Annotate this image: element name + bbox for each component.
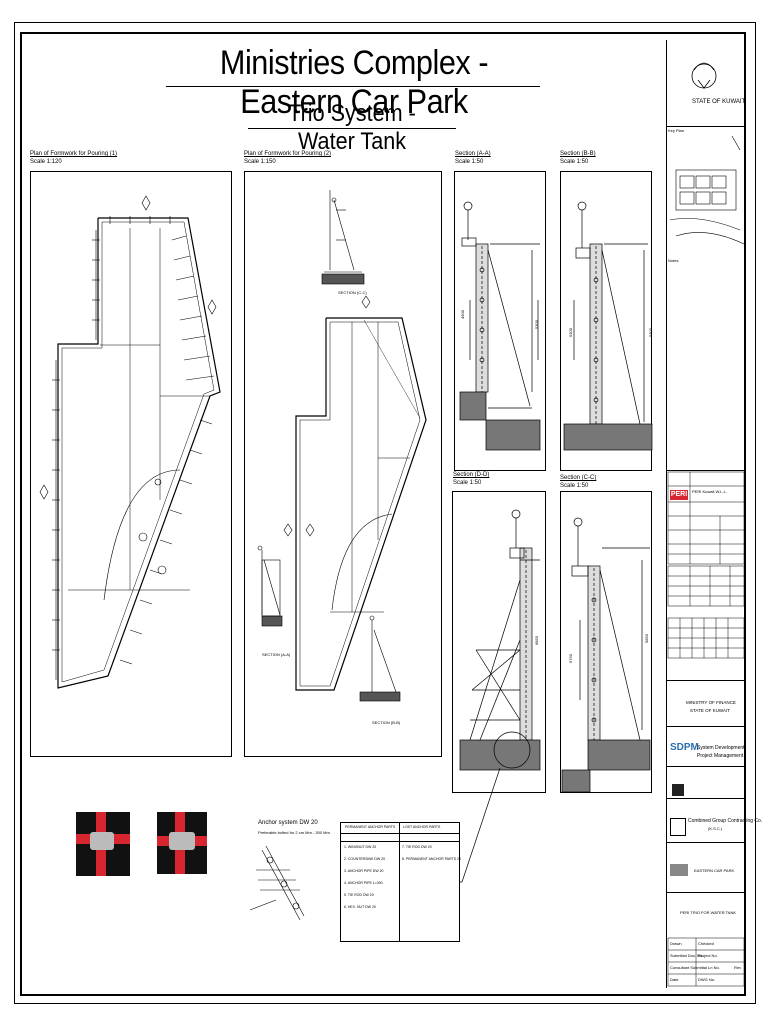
state-of-kuwait: STATE OF KUWAIT — [692, 99, 746, 105]
peri-logo: PERI — [670, 490, 688, 500]
anchor-photo-2 — [157, 812, 207, 874]
plan1-ticks — [52, 216, 215, 680]
drawing-title: PERI TRIO FOR WATER TANK — [680, 910, 737, 915]
field-date: Date — [670, 977, 679, 982]
field-drawn: Drawn — [670, 941, 682, 946]
plan1-frame — [30, 171, 232, 757]
photo-clamp — [90, 832, 114, 850]
anchor-table: PERMANENT ANCHOR PARTS LOST ANCHOR PARTS… — [340, 822, 461, 942]
project-name: EASTERN CAR PARK — [694, 868, 735, 873]
plan1-markers — [39, 195, 217, 575]
anchor-photo-1 — [76, 812, 130, 876]
anchor-sketch — [249, 845, 305, 921]
dim-cc-right: 5850 — [643, 634, 649, 643]
sec-cc-scale: Scale 1:50 — [560, 483, 589, 489]
subtitle-underline — [248, 128, 456, 129]
ministry-line2: STATE OF KUWAIT — [690, 708, 730, 713]
field-checked: Checked — [698, 941, 714, 946]
anchor-item: 5. TIE ROD DW 20 — [344, 893, 374, 897]
anchor-item: 2. COUNTERSINK DW 20 — [344, 857, 386, 861]
field-rev: Rev — [734, 965, 742, 970]
plan2-title: Plan of Formwork for Pouring (2) — [244, 151, 332, 157]
field-submittal: Submittal Doc. No. — [670, 953, 704, 958]
anchor-title: Anchor system DW 20 — [258, 820, 318, 826]
contractor-logo-icon — [670, 818, 686, 836]
sec-dd-drawing — [459, 509, 541, 771]
drawing-border — [20, 32, 746, 996]
sec-bb-frame — [560, 171, 652, 471]
anchor-table-head-right: LOST ANCHOR PARTS — [403, 825, 441, 829]
title-block-grid — [667, 471, 745, 987]
sdpm-line2: Project Management — [697, 753, 744, 759]
anchor-note: Preferable bolted for 2 cm Mm - 300 Mm — [258, 830, 330, 835]
field-dwg-no: DWG No. — [698, 977, 716, 982]
kuwait-emblem-icon — [691, 62, 717, 89]
plan2-detail-b — [359, 615, 401, 702]
sdpm-logo: SDPM — [670, 742, 699, 753]
plan2-section-a-label: SECTION (A-A) — [262, 652, 291, 657]
key-plan-label: Key Plan — [668, 128, 685, 133]
sec-bb-title: Section (B-B) — [560, 151, 596, 157]
contractor-sub: (K.S.C.) — [708, 826, 723, 831]
plan1-title: Plan of Formwork for Pouring (1) — [30, 151, 118, 157]
photo-clamp — [169, 832, 195, 850]
plan2-outline — [295, 317, 427, 691]
field-project-no: Project No. — [698, 953, 718, 958]
dim-aa-right: 5300 — [533, 320, 539, 329]
anchor-item: 1. WINGNUT DW 20 — [344, 845, 377, 849]
dim-bb-left: 5300 — [567, 328, 573, 337]
plan1-outline — [57, 217, 221, 689]
anchor-item: 8. PERMANENT ANCHOR PARTS 20 — [402, 857, 461, 861]
project-photo-icon — [670, 864, 688, 876]
plan2-frame — [244, 171, 442, 757]
field-consultant: Consultant Submittal Ln No. — [670, 965, 720, 970]
sec-aa-title: Section (A-A) — [455, 151, 491, 157]
plan2-section-c-label: SECTION (C-C) — [338, 290, 367, 295]
title-block — [666, 40, 745, 988]
anchor-item: 6. HEX. NUT DW 20 — [344, 905, 376, 909]
anchor-item: 4. ANCHOR PIPE L=300 — [344, 881, 383, 885]
detail-leader — [461, 767, 501, 883]
plan1-scale: Scale 1:120 — [30, 159, 62, 165]
sec-aa-scale: Scale 1:50 — [455, 159, 484, 165]
title-underline — [166, 86, 540, 87]
anchor-item: 3. ANCHOR PIPE DW 20 — [344, 869, 384, 873]
dim-aa-left: 4900 — [459, 310, 465, 319]
plan2-detail-a — [257, 545, 283, 627]
sec-dd-scale: Scale 1:50 — [453, 480, 482, 486]
key-plan-sketch — [669, 135, 745, 245]
page-subtitle: Trio System - Water Tank — [288, 100, 416, 155]
plan2-marker — [283, 295, 371, 537]
sec-bb-scale: Scale 1:50 — [560, 159, 589, 165]
sdpm-line1: System Development — [697, 745, 745, 751]
sec-dd-title: Section (D-D) — [453, 472, 490, 478]
sec-bb-drawing — [563, 201, 653, 451]
dim-cc-left: 6750 — [567, 654, 573, 663]
cgc-logo-icon — [672, 784, 684, 796]
peri-company: PERI Kuwait W.L.L. — [692, 489, 727, 494]
sec-cc-drawing — [561, 517, 651, 793]
sec-cc-title: Section (C-C) — [560, 475, 597, 481]
sec-aa-drawing — [459, 201, 541, 451]
ministry-line1: MINISTRY OF FINANCE — [686, 700, 736, 705]
plan2-detail-c — [321, 190, 365, 285]
anchor-item: 7. TIE ROD DW 20 — [402, 845, 432, 849]
drawing-sheet — [14, 22, 756, 1004]
dim-bb-right: 5300 — [647, 328, 653, 337]
legend-label: Notes — [668, 258, 679, 263]
plan2-section-b-label: SECTION (B-B) — [372, 720, 401, 725]
plan2-scale: Scale 1:150 — [244, 159, 276, 165]
page-title: Ministries Complex - Eastern Car Park — [219, 44, 489, 121]
contractor-name: Combined Group Contracting Co. — [688, 818, 763, 824]
anchor-table-head-left: PERMANENT ANCHOR PARTS — [345, 825, 396, 829]
dim-dd: 6850 — [533, 636, 539, 645]
